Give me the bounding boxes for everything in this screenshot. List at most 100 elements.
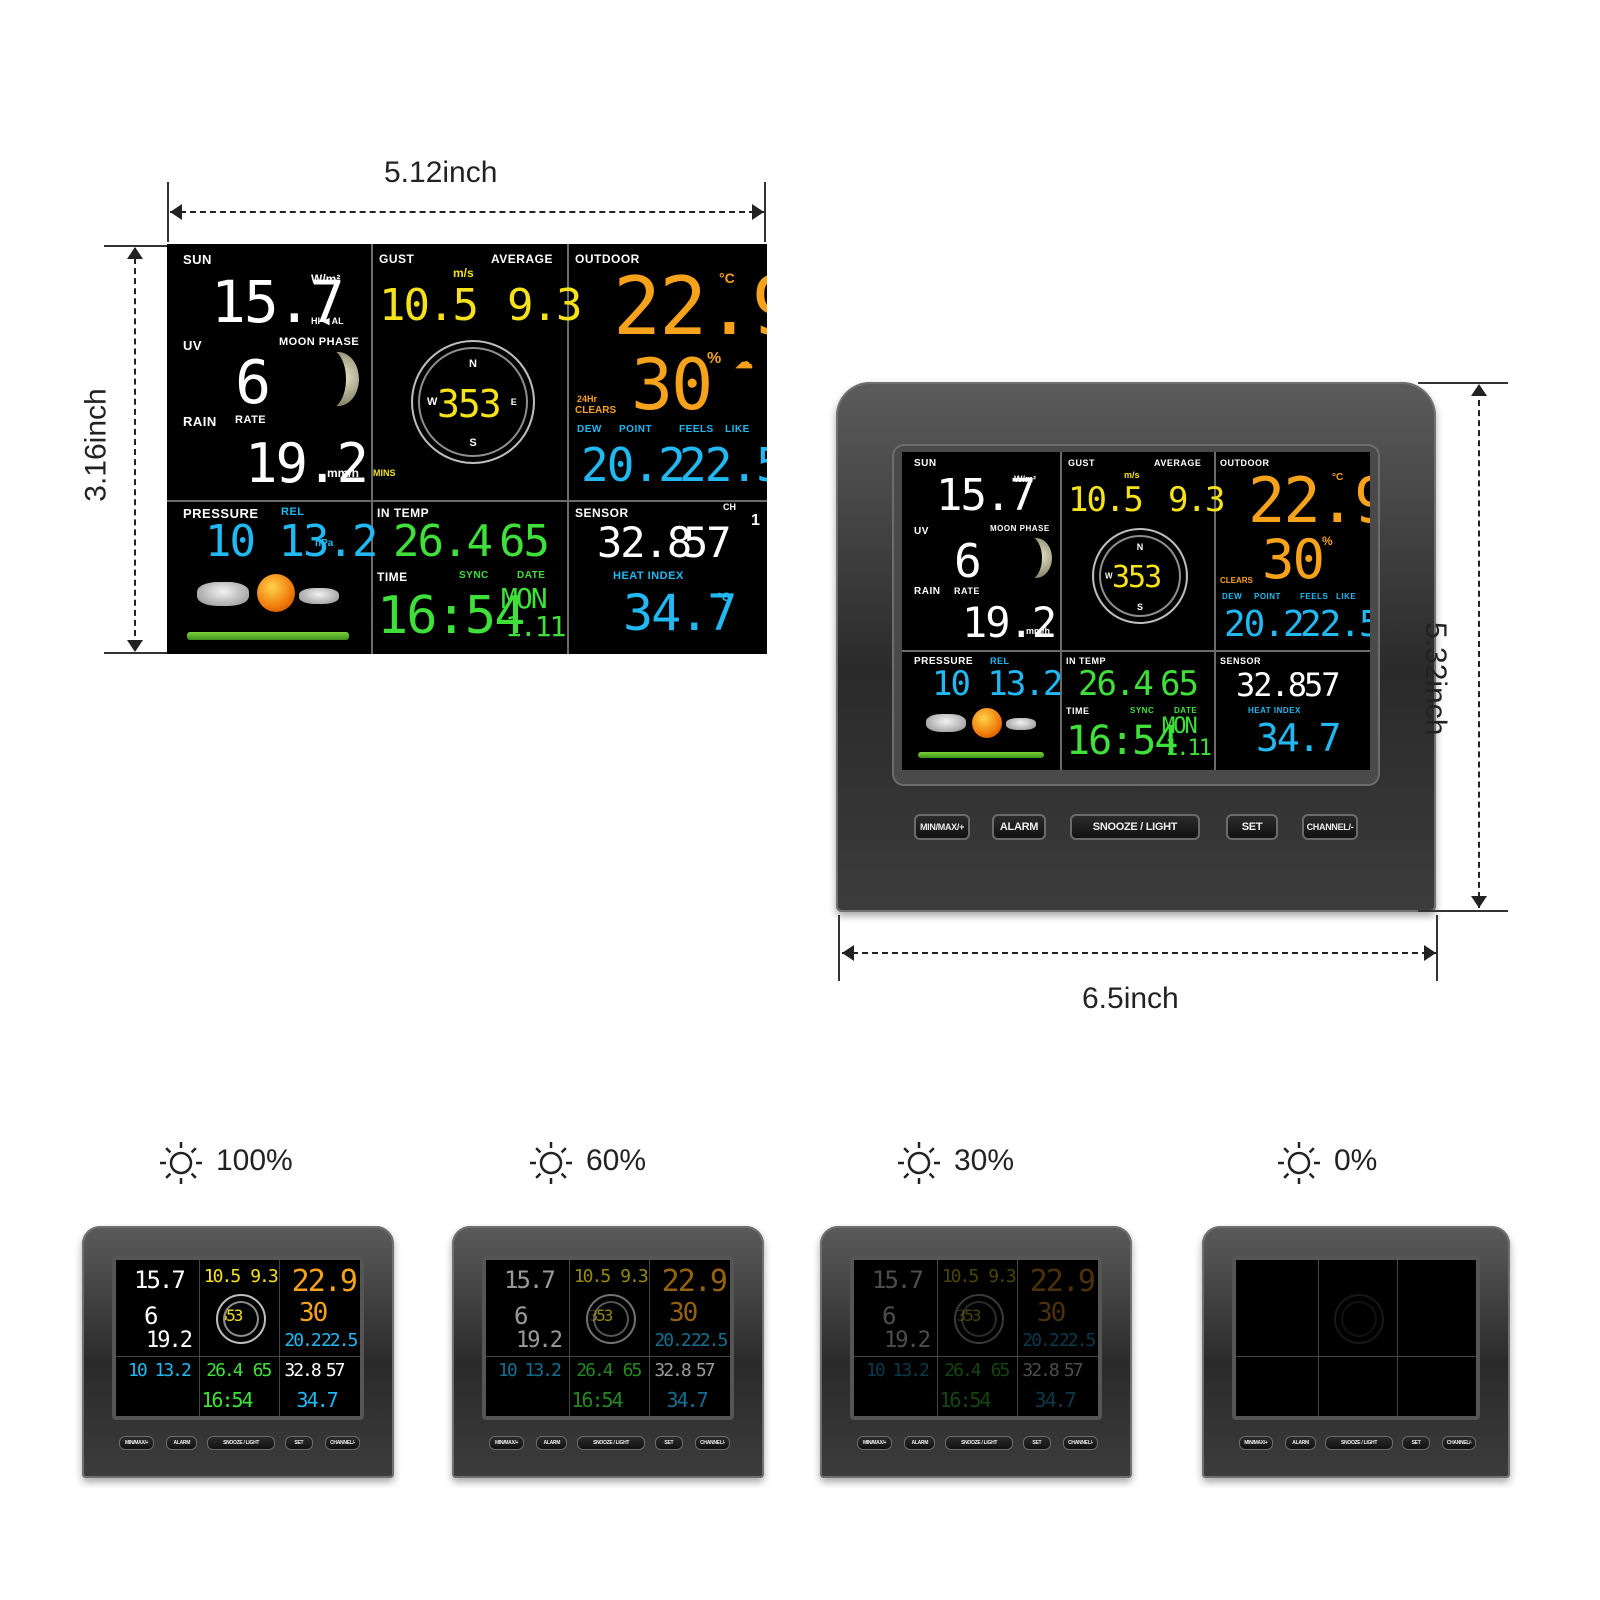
outdoor-temp: 22.9 xyxy=(613,260,767,353)
mini-feels-value: 22.5 xyxy=(320,1330,358,1351)
mini-heat-index: 34.7 xyxy=(296,1388,339,1412)
mini-snooze-button[interactable]: SNOOZE / LIGHT xyxy=(1325,1436,1393,1450)
mini-channel-button[interactable]: CHANNEL/- xyxy=(695,1436,730,1450)
mini-pressure-value: 10 13.2 xyxy=(128,1360,192,1381)
snooze-light-button[interactable]: SNOOZE / LIGHT xyxy=(1070,814,1200,840)
mini-minmax-button[interactable]: MIN/MAX/+ xyxy=(857,1436,892,1450)
mini-alarm-button[interactable]: ALARM xyxy=(1285,1436,1316,1450)
alarm-button[interactable]: ALARM xyxy=(992,814,1046,840)
mini-snooze-button[interactable]: SNOOZE / LIGHT xyxy=(206,1436,276,1450)
mini-sun-value: 15.7 xyxy=(504,1266,556,1294)
compass-n: N xyxy=(469,357,477,370)
mini-rain-value: 19.2 xyxy=(146,1328,193,1353)
dew-label: DEW xyxy=(577,424,602,435)
outdoor-humidity: 30 xyxy=(631,344,713,426)
average-value: 9.3 xyxy=(507,280,582,331)
mini-snooze-button[interactable]: SNOOZE / LIGHT xyxy=(944,1436,1014,1450)
wind-direction-value: 353 xyxy=(437,382,502,426)
compass-w: W xyxy=(426,396,438,408)
screen-height-label: 3.16inch xyxy=(79,388,113,502)
channel-button[interactable]: CHANNEL/- xyxy=(1302,814,1358,840)
mini-outdoor-temp: 22.9 xyxy=(1029,1264,1096,1299)
mini-sensor-temp: 32.8 xyxy=(1022,1360,1059,1381)
brightness-label: 30% xyxy=(954,1144,1015,1177)
mini-snooze-button[interactable]: SNOOZE / LIGHT xyxy=(576,1436,646,1450)
ch-label: CH xyxy=(723,502,736,512)
mini-heat-index: 34.7 xyxy=(1034,1388,1077,1412)
day-value: MON xyxy=(501,582,548,615)
sync-label: SYNC xyxy=(459,570,489,581)
hi-al-indicator: HI ◀ AL xyxy=(311,316,344,326)
mini-uv-value: 6 xyxy=(144,1302,159,1330)
mini-in-humidity: 65 xyxy=(622,1360,643,1381)
sensor-humidity: 57 xyxy=(683,518,732,567)
in-humidity-value: 65 xyxy=(499,516,550,567)
mini-compass xyxy=(1334,1294,1385,1344)
lcd-screen-large: SUN 15.7 W/m² HI ◀ AL UV 6 MOON PHASE RA… xyxy=(167,244,767,654)
screen-width-line xyxy=(170,211,765,213)
mini-rain-value: 19.2 xyxy=(516,1328,563,1353)
mini-alarm-button[interactable]: ALARM xyxy=(536,1436,568,1450)
mini-alarm-button[interactable]: ALARM xyxy=(166,1436,198,1450)
mini-sensor-humidity: 57 xyxy=(1063,1360,1084,1381)
date-label: DATE xyxy=(517,570,546,581)
mini-gust-value: 10.5 xyxy=(573,1266,611,1287)
mini-time-value: 16:54 xyxy=(939,1388,991,1412)
mini-minmax-button[interactable]: MIN/MAX/+ xyxy=(489,1436,524,1450)
mini-set-button[interactable]: SET xyxy=(1402,1436,1430,1450)
rain-value: 19.2 xyxy=(245,432,369,495)
mini-pressure-value: 10 13.2 xyxy=(498,1360,562,1381)
in-temp-value: 26.4 xyxy=(393,516,493,567)
mini-channel-button[interactable]: CHANNEL/- xyxy=(325,1436,360,1450)
cloud-icon-right xyxy=(299,588,339,604)
gust-value: 10.5 xyxy=(379,280,479,331)
forecast-hours: 24Hr xyxy=(577,394,598,404)
mini-channel-button[interactable]: CHANNEL/- xyxy=(1442,1436,1477,1450)
heat-index-value: 34.7 xyxy=(623,584,737,642)
mini-gust-value: 10.5 xyxy=(203,1266,241,1287)
mini-feels-value: 22.5 xyxy=(1058,1330,1096,1351)
mini-in-temp: 26.4 xyxy=(206,1360,243,1381)
mini-feels-value: 22.5 xyxy=(690,1330,728,1351)
outdoor-percent: % xyxy=(707,350,722,367)
compass-e: E xyxy=(510,397,517,407)
mini-outdoor-humidity: 30 xyxy=(299,1298,328,1328)
grass-graphic xyxy=(187,632,349,640)
mini-set-button[interactable]: SET xyxy=(284,1436,313,1450)
sun-icon xyxy=(257,574,295,612)
mini-set-button[interactable]: SET xyxy=(1022,1436,1051,1450)
moon-phase-label: MOON PHASE xyxy=(279,336,360,348)
mini-outdoor-temp: 22.9 xyxy=(661,1264,728,1299)
outdoor-label: OUTDOOR xyxy=(575,252,640,266)
mini-channel-button[interactable]: CHANNEL/- xyxy=(1063,1436,1098,1450)
rain-unit: mm/h xyxy=(327,466,360,480)
mini-sun-value: 15.7 xyxy=(872,1266,924,1294)
mini-sun-value: 15.7 xyxy=(134,1266,186,1294)
mini-minmax-button[interactable]: MIN/MAX/+ xyxy=(1238,1436,1273,1450)
set-button[interactable]: SET xyxy=(1226,814,1278,840)
mini-minmax-button[interactable]: MIN/MAX/+ xyxy=(119,1436,154,1450)
screen-width-label: 5.12inch xyxy=(384,156,498,189)
like-label: LIKE xyxy=(725,424,750,435)
screen-height-line xyxy=(134,248,136,646)
mini-sensor-humidity: 57 xyxy=(695,1360,716,1381)
sun-unit: W/m² xyxy=(311,272,341,286)
uv-label: UV xyxy=(183,338,203,353)
mini-uv-value: 6 xyxy=(882,1302,897,1330)
dew-point-value: 20.2 xyxy=(581,438,686,492)
brightness-sun-icon xyxy=(528,1140,572,1184)
sun-label: SUN xyxy=(183,252,212,267)
mini-rain-value: 19.2 xyxy=(884,1328,931,1353)
average-label: AVERAGE xyxy=(491,252,553,266)
rel-label: REL xyxy=(281,506,305,518)
sensor-temp: 32.8 xyxy=(597,518,692,567)
mini-alarm-button[interactable]: ALARM xyxy=(904,1436,936,1450)
mini-time-value: 16:54 xyxy=(571,1388,623,1412)
mini-average-value: 9.3 xyxy=(988,1266,1016,1287)
device-width-line xyxy=(842,952,1438,954)
mini-set-button[interactable]: SET xyxy=(654,1436,683,1450)
minmax-button[interactable]: MIN/MAX/+ xyxy=(914,814,970,840)
brightness-sun-icon xyxy=(896,1140,940,1184)
